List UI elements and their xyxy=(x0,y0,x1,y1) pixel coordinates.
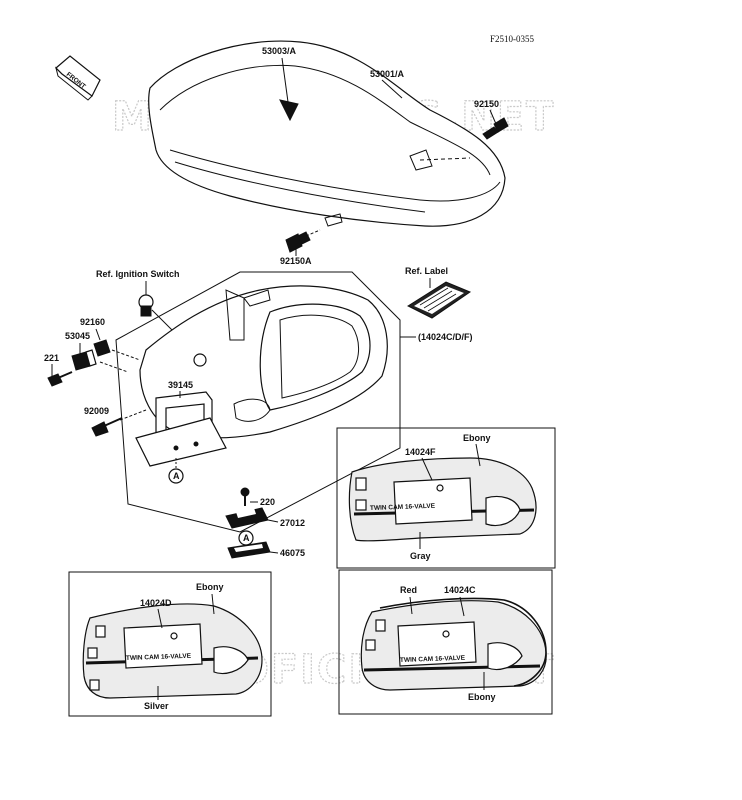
front-arrow-icon: FRONT xyxy=(55,55,101,101)
part-53045-icon xyxy=(71,349,97,371)
bracket-39145-label: 39145 xyxy=(168,380,193,390)
seat-cowl xyxy=(139,285,388,439)
seat xyxy=(148,40,506,227)
ref-label-label: Ref. Label xyxy=(405,266,448,276)
figure-code: F2510-0355 xyxy=(490,34,535,44)
bolt-92150a-label: 92150A xyxy=(280,256,312,266)
side-cover-14024c xyxy=(360,597,547,691)
side-cover-14024f xyxy=(348,457,537,542)
variant-14024c-color-top: Red xyxy=(400,585,417,595)
variant-14024d-part: 14024D xyxy=(140,598,172,608)
screw-221-icon xyxy=(47,371,73,387)
bolt-220-icon xyxy=(240,487,250,506)
ref-ignition-switch-label: Ref. Ignition Switch xyxy=(96,269,180,279)
seat-part-label: 53003/A xyxy=(262,46,297,56)
variant-box-14024f xyxy=(336,427,556,569)
bolt-92150-icon xyxy=(482,117,509,140)
variant-14024f-color-top: Ebony xyxy=(463,433,491,443)
bolt-92150-label: 92150 xyxy=(474,99,499,109)
screw-92009-icon xyxy=(91,417,123,437)
bolt-92150a-icon xyxy=(285,231,311,253)
variant-14024d-color-top: Ebony xyxy=(196,582,224,592)
circle-mark-a-stack-label: A xyxy=(243,533,250,543)
cowl-cover-group-label: (14024C/D/F) xyxy=(418,332,473,342)
variant-box-14024d xyxy=(68,571,272,717)
decal-14024d: TWIN CAM 16-VALVE xyxy=(126,653,192,662)
variant-14024f-color-bottom: Gray xyxy=(410,551,431,561)
part-92160-icon xyxy=(93,339,111,357)
warning-label-icon xyxy=(406,281,472,319)
decal-14024f: TWIN CAM 16-VALVE xyxy=(370,503,436,512)
cowl-group-outline xyxy=(115,271,401,533)
bracket-46075-icon xyxy=(227,541,271,559)
circle-mark-a-label: A xyxy=(173,471,180,481)
circle-mark-a xyxy=(168,468,184,484)
damper-27012-label: 27012 xyxy=(280,518,305,528)
screw-221-label: 221 xyxy=(44,353,59,363)
decal-14024c: TWIN CAM 16-VALVE xyxy=(400,655,466,664)
seat-assy-label: 53001/A xyxy=(370,69,405,79)
part-53045-label: 53045 xyxy=(65,331,90,341)
variant-14024c-part: 14024C xyxy=(444,585,476,595)
part-92160-label: 92160 xyxy=(80,317,105,327)
variant-box-14024c xyxy=(338,569,553,715)
side-cover-14024d xyxy=(82,603,263,699)
variant-14024c-color-bottom: Ebony xyxy=(468,692,496,702)
bracket-39145 xyxy=(135,391,227,467)
ignition-switch-icon xyxy=(138,294,154,317)
bolt-220-label: 220 xyxy=(260,497,275,507)
damper-27012-icon xyxy=(225,507,269,529)
bracket-46075-label: 46075 xyxy=(280,548,305,558)
screw-92009-label: 92009 xyxy=(84,406,109,416)
variant-14024d-color-bottom: Silver xyxy=(144,701,169,711)
variant-14024f-part: 14024F xyxy=(405,447,436,457)
